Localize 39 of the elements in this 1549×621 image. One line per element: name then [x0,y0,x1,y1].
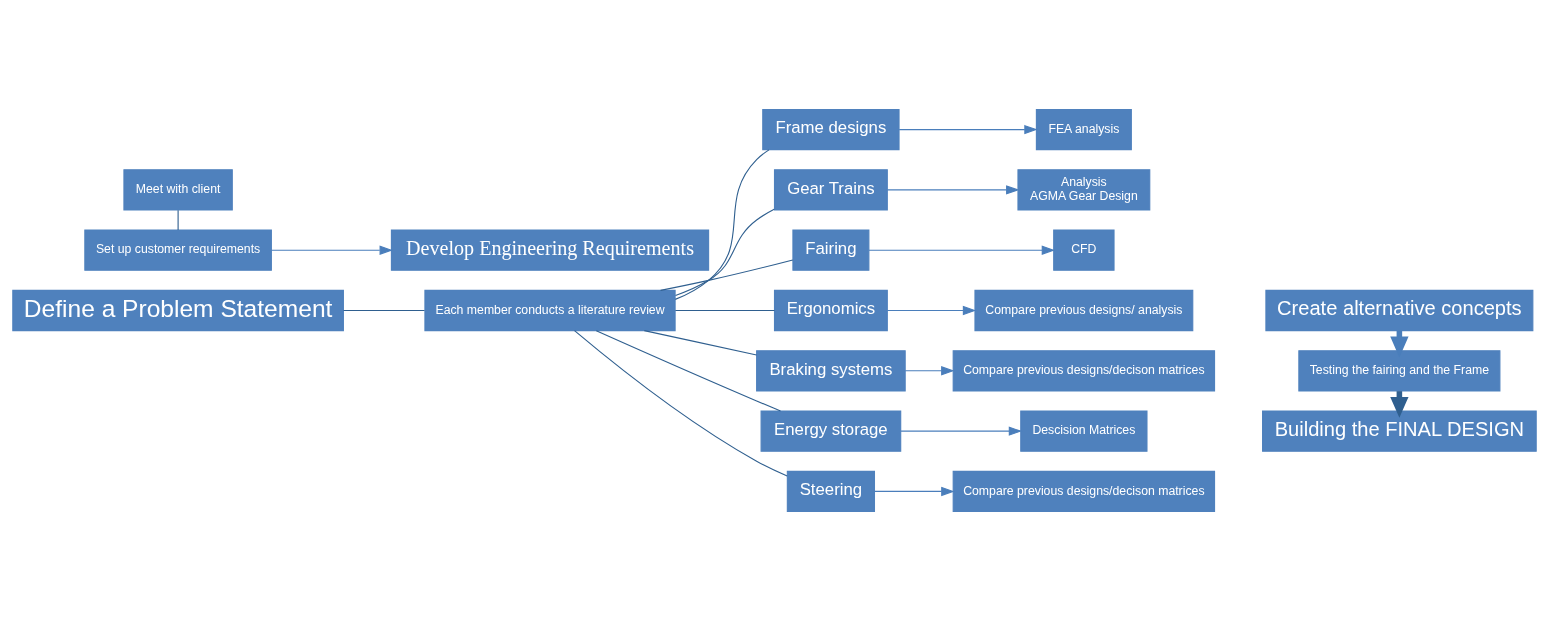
node-box: Compare previous designs/ analysis [974,289,1194,332]
arrow [886,305,977,316]
arrow [874,486,955,497]
connector [177,209,179,231]
node-box: Braking systems [756,350,906,392]
node-box: FEA analysis [1035,108,1132,151]
node-box: Gear Trains [773,169,888,211]
connector [643,330,758,356]
node-box: CFD [1053,229,1115,271]
connector [595,330,782,412]
node-box: Ergonomics [773,289,888,332]
node-box: Steering [786,470,875,513]
node-box: Develop Engineering Requirements [390,229,710,271]
node-box: Define a Problem Statement [12,289,344,332]
arrow [271,245,393,255]
connector [674,208,775,297]
connector [660,259,794,291]
node-box: Meet with client [123,169,233,211]
node-box: Building the FINAL DESIGN [1262,410,1537,452]
node-box: Fairing [792,229,870,271]
connector [573,330,788,477]
connector [674,149,770,300]
node-box: Testing the fairing and the Frame [1298,350,1501,392]
arrow [904,366,955,376]
node-box: Set up customer requirements [84,229,272,271]
connector [342,309,426,312]
node-box: Compare previous designs/decison matrices [952,350,1216,392]
arrow [900,426,1023,436]
node-box: Compare previous designs/decison matrices [952,470,1216,513]
arrow [868,245,1056,255]
arrow [898,124,1038,135]
node-box: Descision Matrices [1020,410,1148,452]
node-box: Energy storage [760,410,902,452]
arrow [886,185,1020,195]
node-box: Frame designs [762,108,900,151]
node-box: Analysis AGMA Gear Design [1017,169,1151,211]
connector [674,309,776,312]
node-box: Create alternative concepts [1265,289,1534,332]
node-box: Each member conducts a literature review [424,289,676,332]
